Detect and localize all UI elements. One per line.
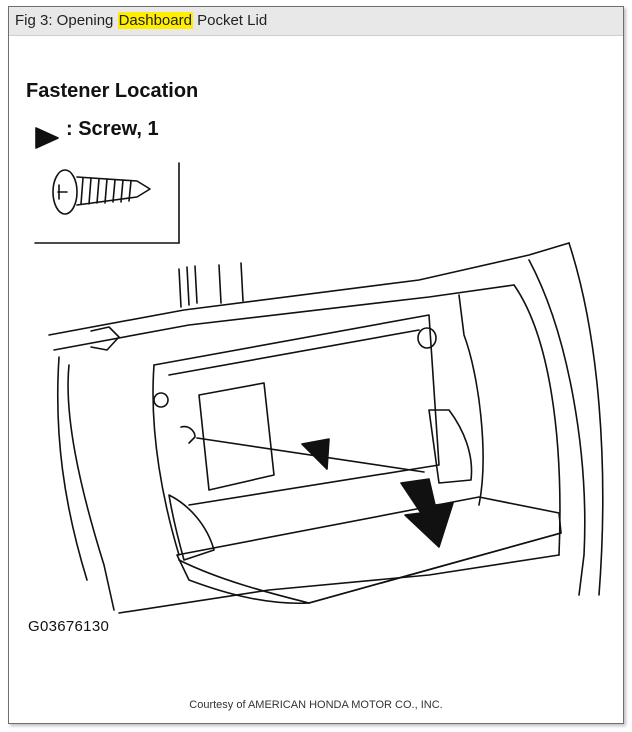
dashboard-body <box>48 242 604 614</box>
screw-leader-line <box>196 437 425 473</box>
caption-highlight: Dashboard <box>117 12 193 29</box>
screw-icon <box>52 169 151 215</box>
courtesy-credit: Courtesy of AMERICAN HONDA MOTOR CO., IN… <box>189 699 443 711</box>
left-stay <box>168 494 215 561</box>
dashboard-pocket-diagram <box>34 127 604 614</box>
fastener-location-title: Fastener Location <box>26 80 199 102</box>
caption-prefix: Fig 3: Opening <box>15 12 118 29</box>
figure-part-number: G03676130 <box>28 618 110 635</box>
caption-suffix: Pocket Lid <box>192 12 268 29</box>
screw-location-marker-icon <box>301 438 330 470</box>
figure-frame: Fig 3: Opening Dashboard Pocket Lid <box>8 6 624 724</box>
pocket-frame <box>152 314 440 556</box>
hinge-pivot <box>153 392 169 408</box>
screw-legend-label: : Screw, 1 <box>66 118 159 140</box>
screw-marker-icon <box>35 127 59 149</box>
pocket-knob <box>417 327 437 349</box>
caption-bar: Fig 3: Opening Dashboard Pocket Lid <box>9 7 623 36</box>
right-stay <box>428 409 473 484</box>
figure-caption: Fig 3: Opening Dashboard Pocket Lid <box>15 12 267 29</box>
pocket-lid <box>176 496 562 605</box>
open-direction-arrow-icon <box>400 478 454 548</box>
